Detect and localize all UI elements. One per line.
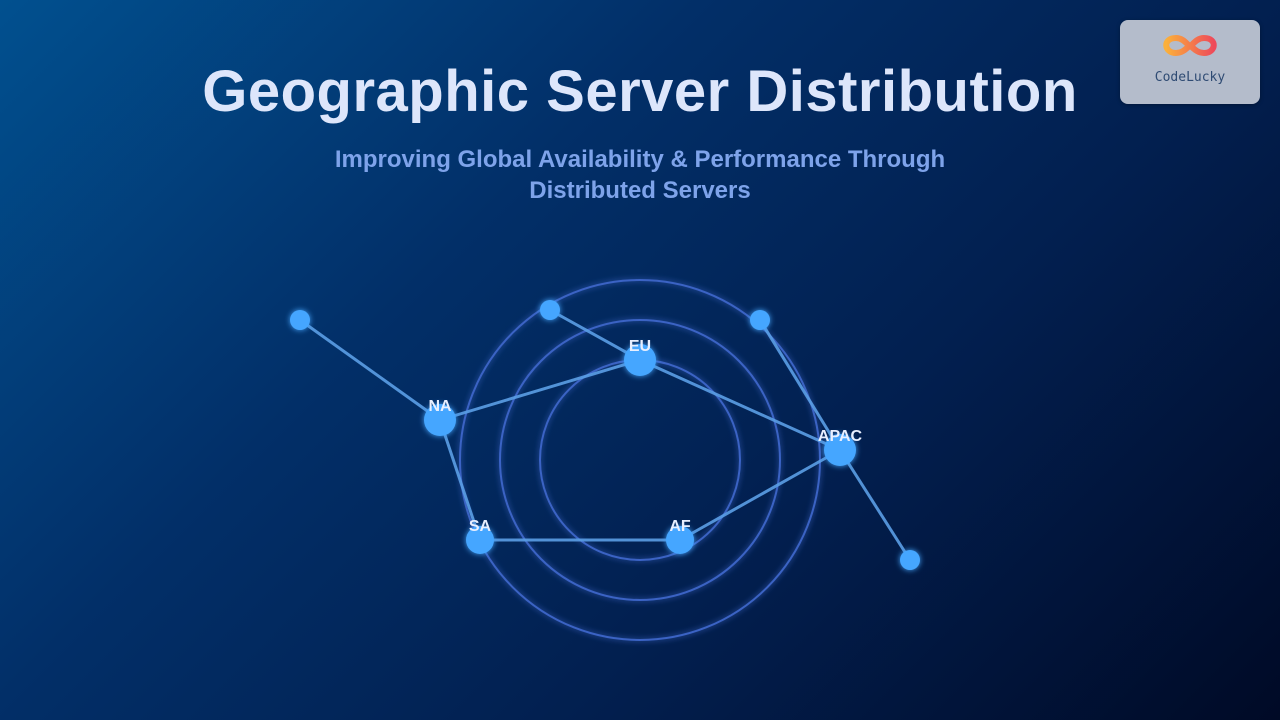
- region-label-af: AF: [669, 518, 691, 535]
- region-label-apac: APAC: [818, 428, 863, 445]
- edge-server-node: [540, 300, 560, 320]
- region-label-na: NA: [428, 398, 452, 415]
- region-node-af: [666, 526, 694, 554]
- edge-edge2-eu: [549, 308, 641, 362]
- region-label-eu: EU: [629, 338, 651, 355]
- region-node-na: [424, 404, 456, 436]
- logo-text: CodeLucky: [1154, 70, 1226, 85]
- edge-server-node: [750, 310, 770, 330]
- region-node-sa: [466, 526, 494, 554]
- region-label-sa: SA: [469, 518, 492, 535]
- codelucky-logo: CodeLucky: [1120, 20, 1260, 104]
- edge-af-apac: [679, 448, 841, 542]
- edge-na-sa: [438, 419, 482, 541]
- edge-server-node: [900, 550, 920, 570]
- edge-edge1-na: [299, 318, 441, 422]
- edge-apac-edge4: [838, 449, 912, 561]
- infinity-logo-icon: [1163, 34, 1217, 57]
- ring-outer: [459, 279, 821, 641]
- edge-server-node: [290, 310, 310, 330]
- edge-na-eu: [439, 358, 641, 422]
- edge-edge3-apac: [758, 319, 842, 451]
- region-node-apac: [824, 434, 856, 466]
- page-subtitle: Improving Global Availability & Performa…: [334, 146, 946, 204]
- page-title: Geographic Server Distribution: [202, 59, 1078, 124]
- ring-middle: [499, 319, 781, 601]
- edge-eu-apac: [639, 358, 841, 452]
- region-node-eu: [624, 344, 656, 376]
